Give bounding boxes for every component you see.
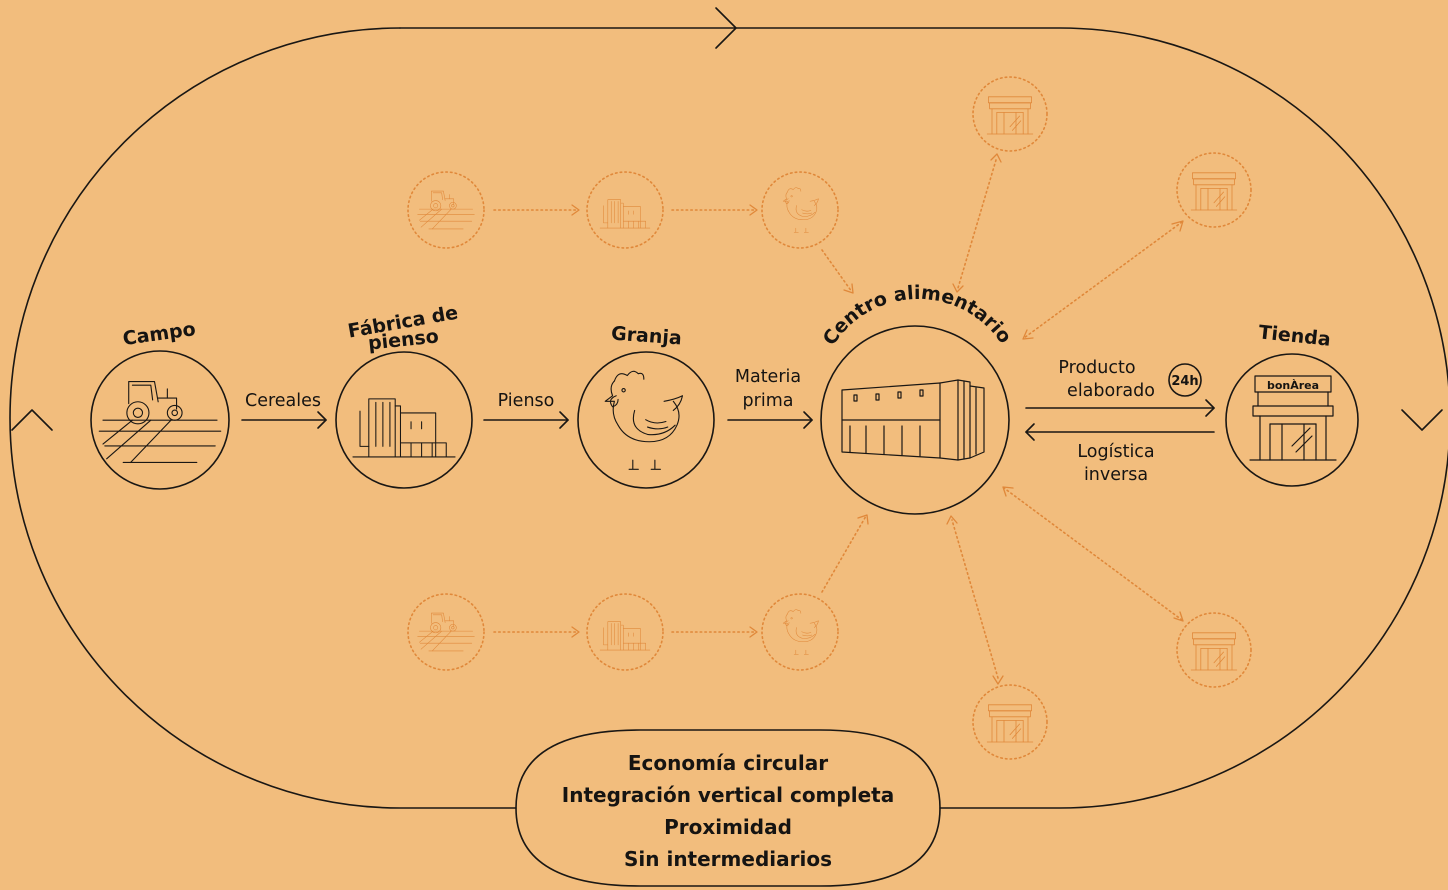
arrowhead (803, 411, 813, 429)
storefront-icon (1249, 375, 1337, 461)
loop-path-left (9, 27, 517, 809)
faint-granja-circle (761, 171, 839, 249)
value-economia-circular: Economía circular (628, 751, 828, 775)
faint-arrow (821, 515, 867, 593)
edge-materia-prima: Materia prima (727, 367, 813, 429)
circular-loop (9, 7, 1448, 809)
value-sin-intermediarios: Sin intermediarios (624, 847, 832, 871)
badge-24h-circle (1168, 363, 1202, 397)
arrowhead (1205, 399, 1215, 417)
loop-arrow-top (715, 7, 737, 49)
node-granja: Granja (577, 323, 715, 489)
chicken-icon (604, 370, 684, 470)
faint-arrowhead (1022, 329, 1034, 340)
chicken-icon (782, 187, 819, 233)
storefront-icon (1190, 632, 1238, 671)
faint-arrowhead (571, 204, 580, 216)
value-integracion-vertical: Integración vertical completa (562, 783, 894, 807)
node-label-granja: Granja (610, 323, 682, 350)
edge-pienso: Pienso (483, 391, 569, 429)
storefront-icon (986, 704, 1034, 743)
faint-arrow-bidirectional (1023, 221, 1183, 339)
node-circle (1225, 353, 1359, 487)
faint-chain-top (407, 171, 854, 294)
faint-arrowhead (749, 204, 758, 216)
node-label-tienda: Tienda (1258, 321, 1332, 350)
node-label-campo: Campo (121, 318, 197, 350)
capsule-outline (515, 729, 941, 887)
faint-arrow (821, 249, 853, 293)
faint-granja-circle (761, 593, 839, 671)
faint-campo-circle (407, 593, 485, 671)
edge-label-producto-line2: elaborado (1067, 381, 1155, 401)
faint-shop-circle (1176, 612, 1252, 688)
edge-producto-elaborado: Producto elaborado 24h (1025, 358, 1215, 417)
faint-arrowhead (992, 675, 1004, 685)
edge-label-producto-line1: Producto (1058, 358, 1135, 378)
edge-label-logistica-line1: Logística (1077, 442, 1154, 462)
feed-factory-icon (599, 621, 651, 651)
edge-label-logistica-line2: inversa (1084, 465, 1148, 485)
faint-arrowhead (857, 514, 869, 525)
food-center-building-icon (841, 379, 985, 461)
store-sign-text: bonÀrea (1267, 379, 1319, 392)
loop-arrow-left (11, 409, 53, 431)
tractor-field-icon (98, 380, 222, 464)
faint-shop-circle (972, 76, 1048, 152)
faint-arrowhead (1171, 220, 1184, 232)
node-centro: Centro alimentario (819, 282, 1016, 515)
faint-arrow-bidirectional (1003, 487, 1183, 621)
node-fabrica: Fábrica de pienso (335, 302, 473, 489)
edge-label-cereales: Cereales (245, 391, 321, 411)
chicken-icon (782, 609, 819, 655)
arrowhead (317, 411, 327, 429)
storefront-icon (1190, 172, 1238, 211)
edge-cereales: Cereales (241, 391, 327, 429)
edge-label-materia-line2: prima (743, 391, 794, 411)
faint-fabrica-circle (586, 171, 664, 249)
storefront-icon (986, 96, 1034, 135)
faint-arrowhead (952, 283, 964, 293)
faint-shop-circle (1176, 152, 1252, 228)
edge-label-materia-line1: Materia (735, 367, 801, 387)
faint-arrowhead (946, 515, 958, 525)
feed-factory-icon (352, 398, 456, 458)
badge-24h-text: 24h (1171, 374, 1198, 389)
faint-arrowhead (990, 153, 1002, 163)
node-circle (335, 351, 473, 489)
tractor-field-icon (417, 190, 475, 230)
tractor-field-icon (417, 612, 475, 652)
faint-fabrica-circle (586, 593, 664, 671)
faint-arrowhead (571, 626, 580, 638)
faint-chain-bottom (407, 514, 869, 671)
faint-arrowhead (749, 626, 758, 638)
value-proximidad: Proximidad (664, 815, 792, 839)
node-tienda: bonÀrea Tienda (1225, 321, 1359, 487)
faint-shop-circle (972, 684, 1048, 760)
loop-path-right (399, 27, 1448, 809)
arrowhead (1025, 423, 1035, 441)
values-capsule: Economía circular Integración vertical c… (515, 729, 941, 887)
node-circle (577, 351, 715, 489)
faint-arrowhead (843, 283, 854, 294)
node-circle (820, 325, 1010, 515)
edge-label-pienso: Pienso (498, 391, 555, 411)
arrowhead (559, 411, 569, 429)
faint-arrow-bidirectional (957, 159, 997, 289)
faint-shops (946, 76, 1252, 760)
edge-logistica-inversa: Logística inversa (1025, 423, 1215, 485)
feed-factory-icon (599, 199, 651, 229)
faint-arrowhead (1173, 611, 1184, 622)
faint-arrow-bidirectional (951, 519, 999, 679)
node-campo: Campo (90, 318, 230, 490)
node-circle (90, 350, 230, 490)
faint-arrowhead (1002, 486, 1014, 497)
loop-arrow-right (1401, 409, 1443, 431)
faint-campo-circle (407, 171, 485, 249)
